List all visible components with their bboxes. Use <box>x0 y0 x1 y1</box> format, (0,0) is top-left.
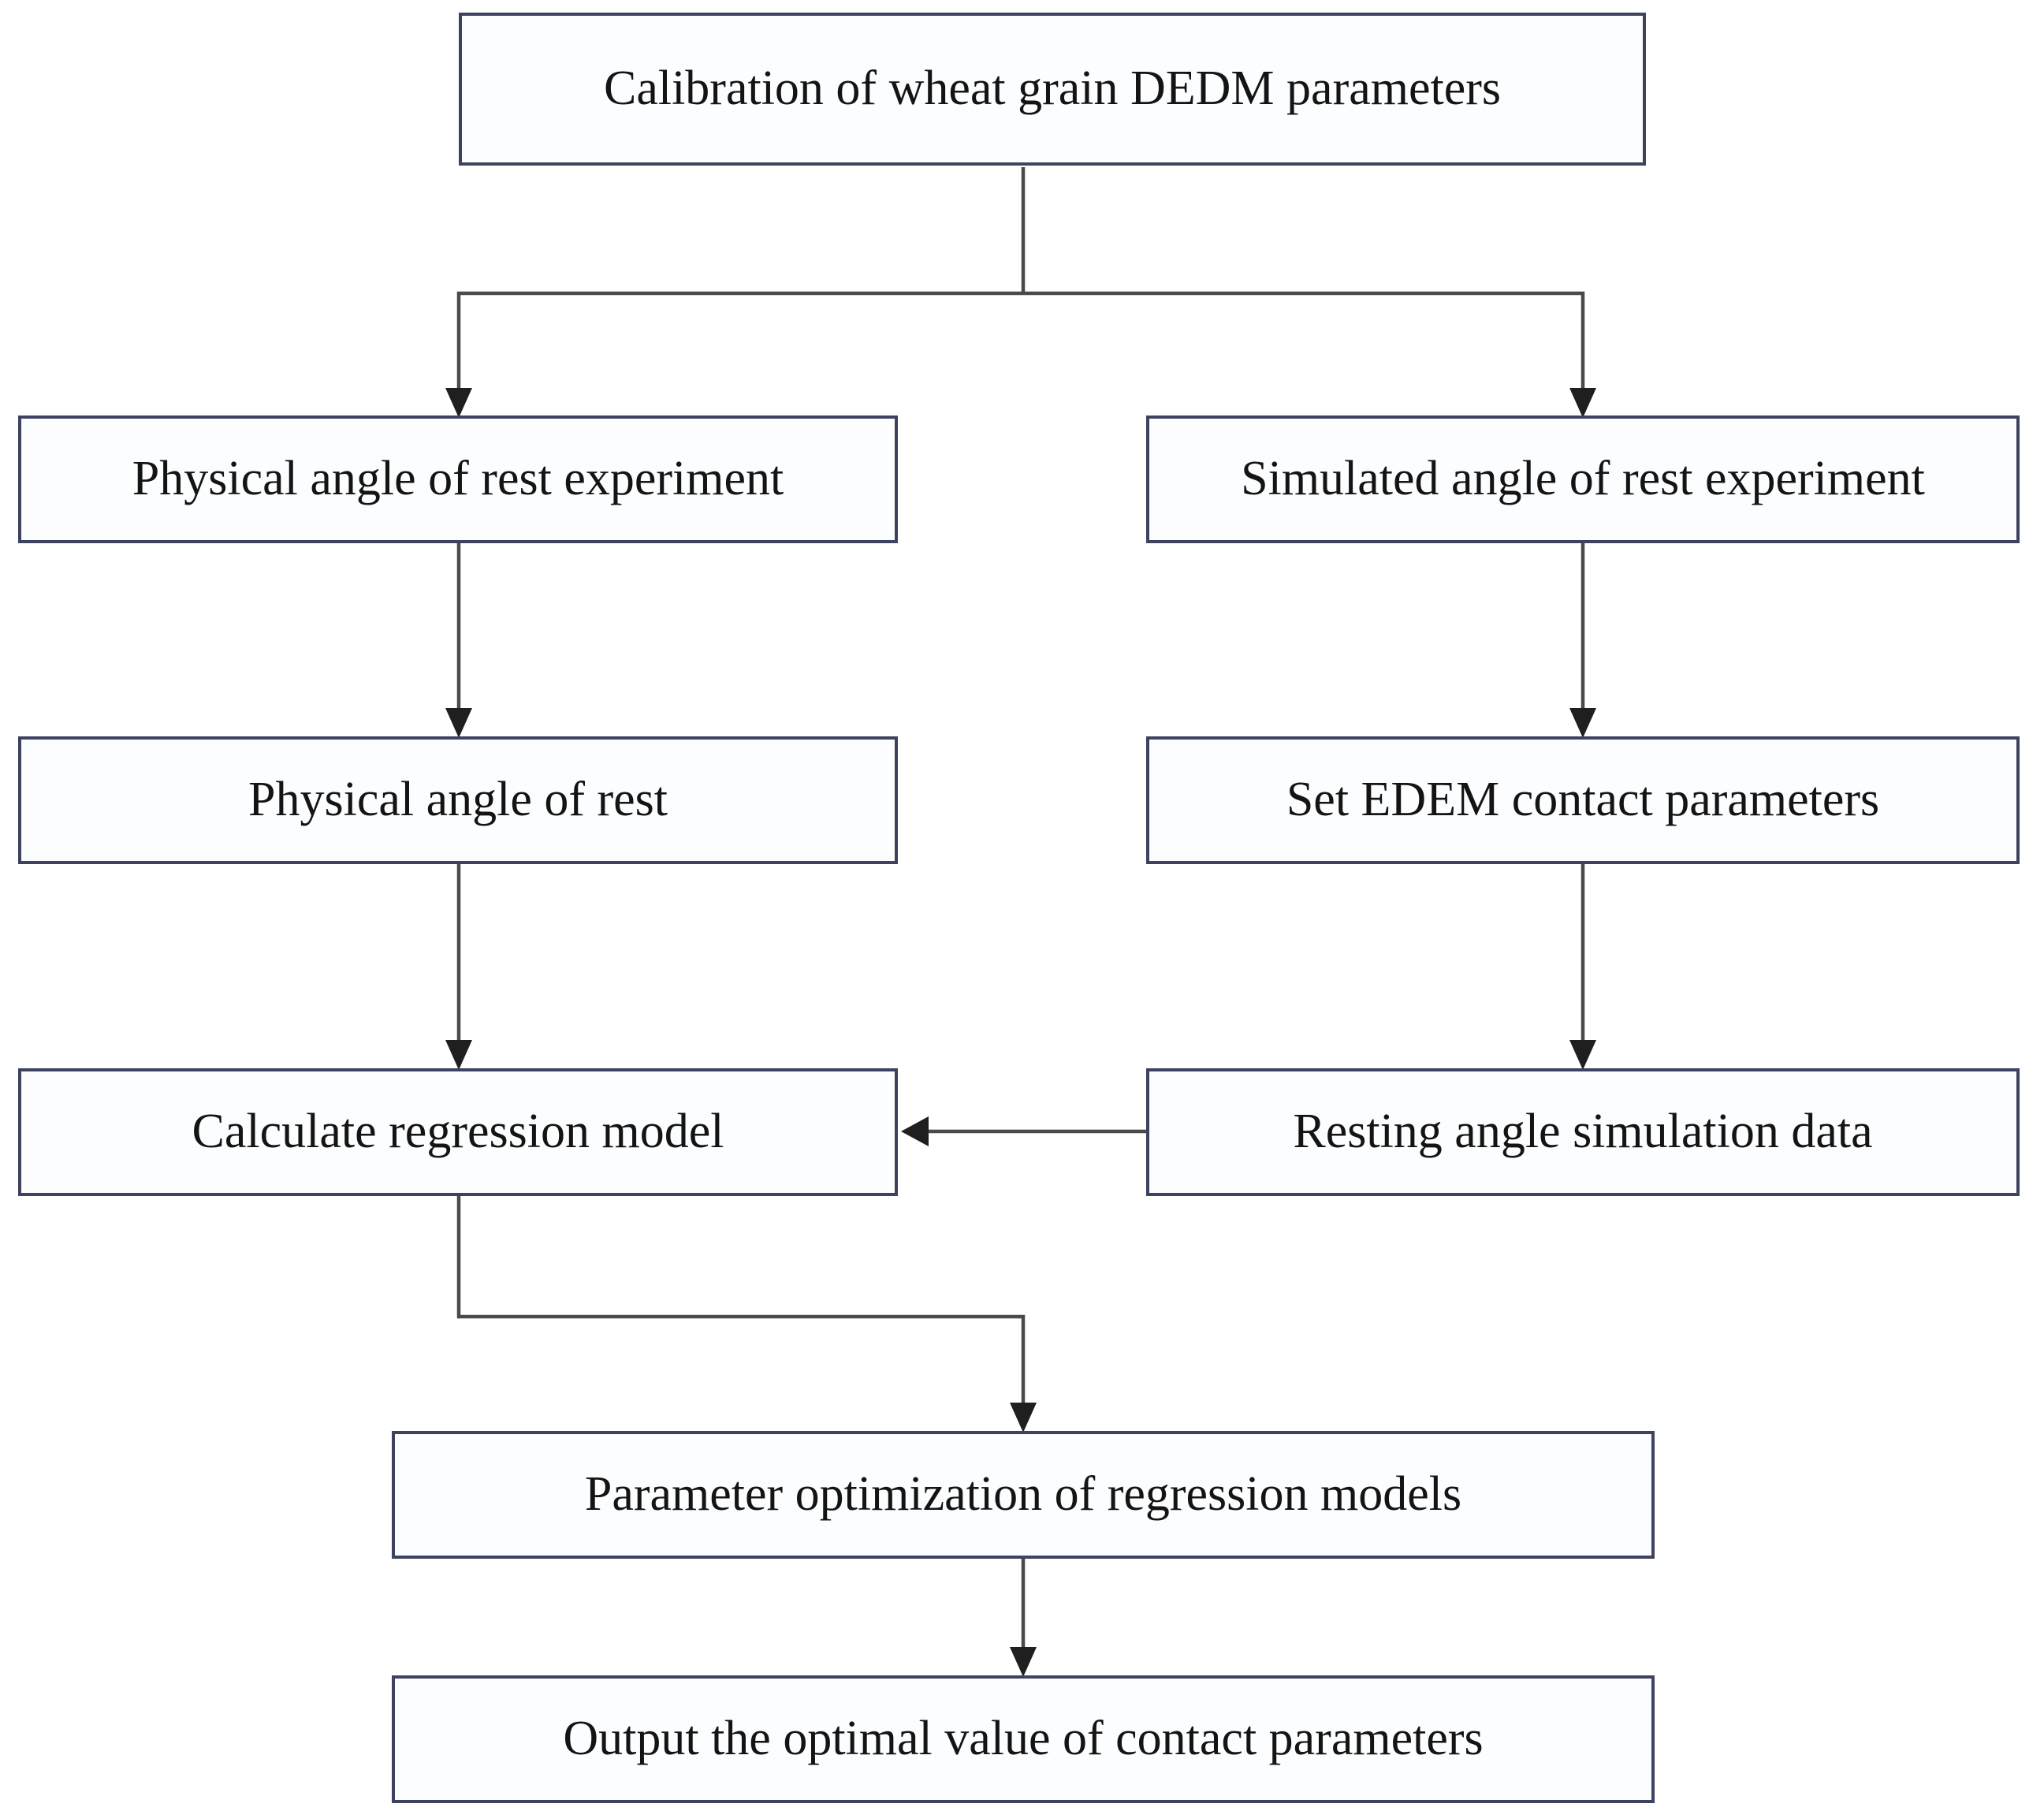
node-simulated-experiment-label: Simulated angle of rest experiment <box>1241 452 1925 506</box>
arrowhead-into-calc-regression <box>901 1116 929 1146</box>
node-calc-regression: Calculate regression model <box>18 1068 898 1196</box>
node-output: Output the optimal value of contact para… <box>392 1675 1655 1803</box>
edge-calc-regression-to-param-optimization-line <box>456 1196 1026 1404</box>
node-resting-data-label: Resting angle simulation data <box>1293 1105 1873 1159</box>
node-param-optimization-label: Parameter optimization of regression mod… <box>584 1467 1462 1522</box>
edge-split-bar-line <box>456 291 1585 389</box>
arrowhead-to-physical-experiment <box>445 388 472 418</box>
node-calibration-label: Calibration of wheat grain DEDM paramete… <box>603 61 1501 116</box>
arrowhead-to-output <box>1010 1647 1037 1677</box>
node-set-edem-label: Set EDEM contact parameters <box>1286 773 1880 827</box>
node-physical-experiment-label: Physical angle of rest experiment <box>132 452 784 506</box>
node-output-label: Output the optimal value of contact para… <box>563 1712 1484 1766</box>
node-set-edem: Set EDEM contact parameters <box>1146 736 2020 864</box>
node-simulated-experiment: Simulated angle of rest experiment <box>1146 415 2020 543</box>
node-physical-angle-label: Physical angle of rest <box>248 773 668 827</box>
arrowhead-to-simulated-experiment <box>1569 388 1596 418</box>
node-calibration: Calibration of wheat grain DEDM paramete… <box>459 13 1646 166</box>
node-physical-angle: Physical angle of rest <box>18 736 898 864</box>
arrowhead-to-param-optimization <box>1010 1403 1037 1433</box>
node-calc-regression-label: Calculate regression model <box>192 1105 724 1159</box>
node-resting-data: Resting angle simulation data <box>1146 1068 2020 1196</box>
arrowhead-to-calc-regression <box>445 1040 472 1070</box>
arrowhead-to-physical-angle <box>445 708 472 738</box>
node-physical-experiment: Physical angle of rest experiment <box>18 415 898 543</box>
node-param-optimization: Parameter optimization of regression mod… <box>392 1431 1655 1559</box>
arrowhead-to-resting-data <box>1569 1040 1596 1070</box>
arrowhead-to-set-edem <box>1569 708 1596 738</box>
